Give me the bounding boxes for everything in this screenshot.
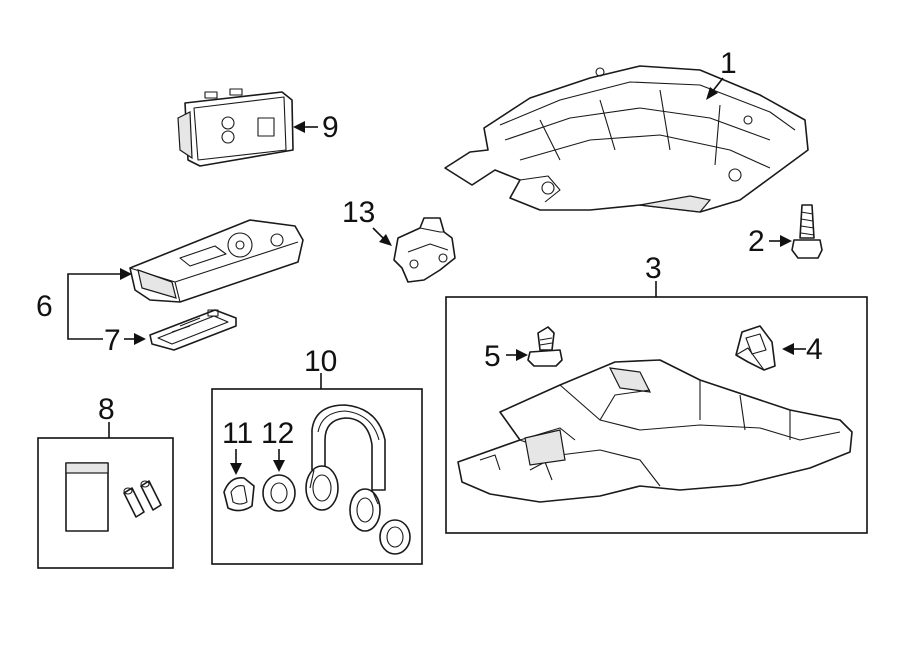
callout-1: 1 xyxy=(720,47,737,80)
part-control-module[interactable] xyxy=(177,88,294,167)
arrow-13 xyxy=(379,234,392,246)
callout-12: 12 xyxy=(261,417,294,450)
arrow-4 xyxy=(782,343,794,355)
part-screw[interactable] xyxy=(527,326,563,367)
arrow-9 xyxy=(293,121,305,133)
arrow-11 xyxy=(230,463,242,475)
callout-5: 5 xyxy=(484,340,501,373)
arrow-5 xyxy=(516,349,528,361)
callout-10: 10 xyxy=(304,345,337,378)
part-overhead-console-housing[interactable] xyxy=(457,359,853,503)
group-box-10 xyxy=(211,388,423,565)
part-retaining-clip[interactable] xyxy=(735,325,776,371)
battery-icon xyxy=(123,480,162,518)
part-ear-pad[interactable] xyxy=(262,474,296,512)
callout-6: 6 xyxy=(36,290,53,323)
part-battery-kit[interactable] xyxy=(65,462,162,532)
arrow-1 xyxy=(706,87,718,100)
callout-13: 13 xyxy=(342,196,375,229)
part-ear-pad-small[interactable] xyxy=(379,519,411,555)
part-headphones[interactable] xyxy=(305,404,386,532)
bracket-6-7 xyxy=(67,273,120,340)
callout-9: 9 xyxy=(322,111,339,144)
callout-11: 11 xyxy=(222,417,253,450)
callout-7: 7 xyxy=(104,324,121,357)
part-mounting-clip[interactable] xyxy=(393,217,456,283)
callout-4: 4 xyxy=(806,333,823,366)
callout-3: 3 xyxy=(645,252,662,285)
part-mounting-plate[interactable] xyxy=(444,65,809,213)
callout-2: 2 xyxy=(748,225,765,258)
group-box-8 xyxy=(37,437,174,569)
leader-1 xyxy=(711,77,724,93)
arrow-6 xyxy=(120,268,132,280)
callout-8: 8 xyxy=(98,393,115,426)
part-dvd-unit[interactable] xyxy=(129,219,304,303)
arrow-7 xyxy=(134,333,146,345)
part-connector-cover[interactable] xyxy=(149,309,237,351)
leader-13 xyxy=(372,227,384,239)
arrow-12 xyxy=(273,460,285,472)
part-ear-cushion-ring[interactable] xyxy=(223,476,255,512)
part-bolt[interactable] xyxy=(791,204,823,259)
arrow-2 xyxy=(780,235,792,247)
